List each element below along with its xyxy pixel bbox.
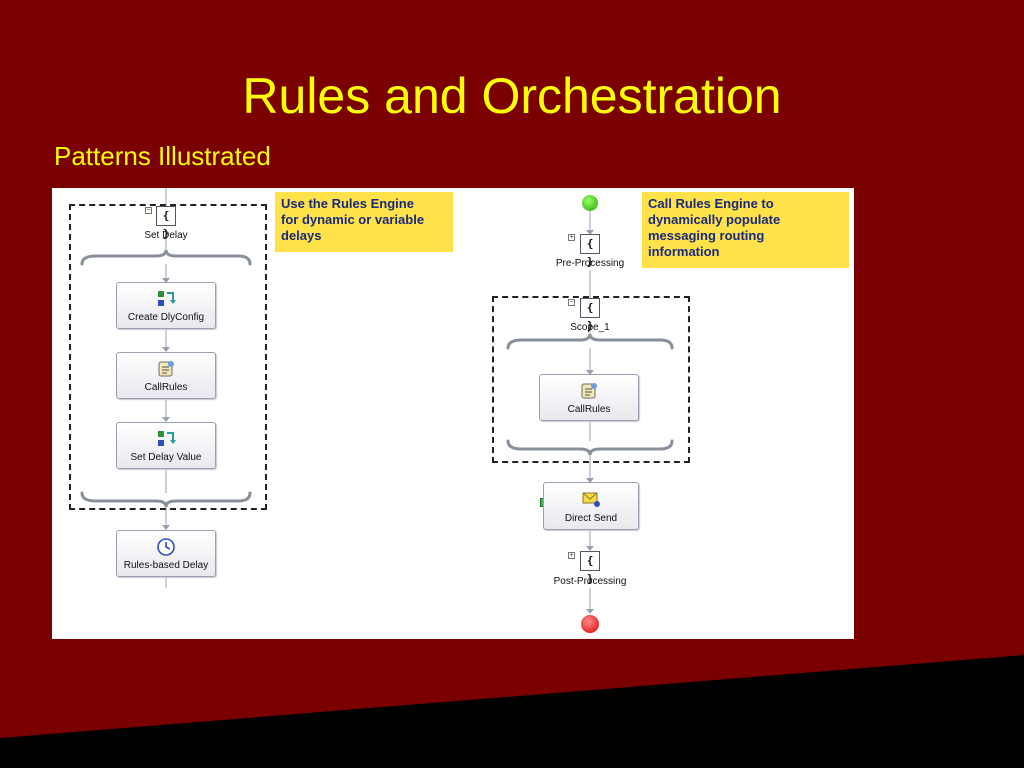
- set-delay-label: Set Delay: [144, 230, 188, 241]
- step-label: CallRules: [567, 404, 611, 415]
- collapse-toggle[interactable]: −: [145, 207, 152, 214]
- step-label: Set Delay Value: [130, 452, 202, 463]
- call-rules-icon: [581, 383, 597, 399]
- rules-based-delay-shape[interactable]: Rules-based Delay: [116, 530, 216, 577]
- create-dlyconfig-shape[interactable]: Create DlyConfig: [116, 282, 216, 329]
- left-callout-note: Use the Rules Engine for dynamic or vari…: [275, 192, 453, 252]
- step-label: CallRules: [144, 382, 188, 393]
- step-label: Direct Send: [564, 513, 618, 524]
- collapse-toggle[interactable]: −: [568, 299, 575, 306]
- set-delay-value-shape[interactable]: Set Delay Value: [116, 422, 216, 469]
- clock-icon: [157, 538, 175, 556]
- scope-callrules-shape[interactable]: CallRules: [539, 374, 639, 421]
- right-callout-note: Call Rules Engine to dynamically populat…: [642, 192, 849, 268]
- step-label: Rules-based Delay: [123, 560, 209, 571]
- expand-toggle[interactable]: +: [568, 552, 575, 559]
- set-delay-scope: [69, 204, 267, 510]
- direct-send-shape[interactable]: Direct Send: [543, 482, 639, 530]
- scope-1-label: Scope_1: [570, 322, 610, 333]
- step-label: Create DlyConfig: [127, 312, 205, 323]
- scope-1-box: [492, 296, 690, 463]
- construct-message-icon: [158, 431, 176, 446]
- post-processing-label: Post-Processing: [553, 576, 627, 587]
- set-delay-group-shape[interactable]: { }: [156, 206, 176, 240]
- expand-toggle[interactable]: +: [568, 234, 575, 241]
- connector-lines: [80, 188, 674, 614]
- slide-subtitle: Patterns Illustrated: [54, 141, 271, 171]
- post-processing-group-shape[interactable]: { }: [580, 551, 600, 585]
- end-icon: [581, 615, 599, 633]
- orchestration-diagram: − { } Set Delay Create DlyConfig CallRul…: [52, 188, 854, 639]
- pre-processing-group-shape[interactable]: { }: [580, 234, 600, 268]
- construct-message-icon: [158, 291, 176, 306]
- send-envelope-icon: [582, 492, 600, 507]
- start-icon: [582, 195, 598, 211]
- slide-title: Rules and Orchestration: [242, 68, 782, 124]
- call-rules-icon: [158, 361, 174, 377]
- pre-processing-label: Pre-Processing: [555, 258, 625, 269]
- scope-1-group-shape[interactable]: { }: [580, 298, 600, 332]
- callrules-shape[interactable]: CallRules: [116, 352, 216, 399]
